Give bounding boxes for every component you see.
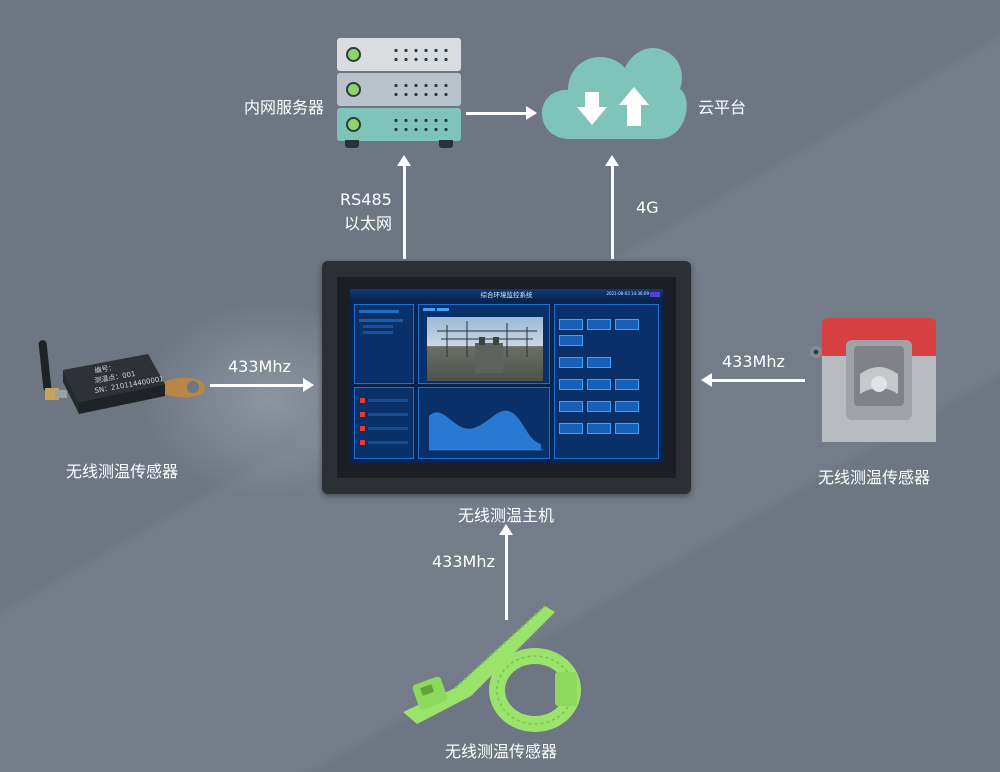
bottom-433-label: 433Mhz [432, 552, 495, 571]
host-to-server-arrow [403, 166, 406, 259]
monitor-screen: 综合环境监控系统 2021-08-03 14:36:09 [337, 277, 676, 478]
server-foot [439, 140, 453, 148]
server-unit-top [337, 38, 461, 71]
server-icon [337, 38, 461, 148]
right-sensor-to-host-arrow [712, 379, 805, 382]
sensor-right-label: 无线测温传感器 [818, 468, 931, 487]
arrow-head [499, 524, 513, 535]
ethernet-label: 以太网 [344, 214, 393, 233]
right-433-label: 433Mhz [722, 352, 785, 371]
4g-label: 4G [636, 198, 659, 217]
upload-arrow-icon [619, 87, 649, 126]
monitoring-ui: 综合环境监控系统 2021-08-03 14:36:09 [350, 289, 663, 463]
sensor-left-label: 无线测温传感器 [66, 462, 179, 481]
antenna-sensor-icon: 编号： 测温点：001 SN：210114400001 [38, 340, 205, 414]
antenna-icon [38, 340, 67, 400]
arrow-head [605, 155, 619, 166]
server-vent [391, 81, 449, 99]
server-led [346, 82, 361, 97]
cloud-icon [542, 47, 687, 139]
server-led [346, 117, 361, 132]
server-foot [345, 140, 359, 148]
download-arrow-icon [577, 92, 607, 125]
server-unit-bottom [337, 108, 461, 141]
server-to-cloud-arrow [466, 112, 526, 115]
server-label: 内网服务器 [244, 98, 325, 117]
tree-panel [354, 304, 414, 384]
screen-button [650, 292, 660, 297]
status-panel [554, 304, 659, 459]
sensor-bottom-label: 无线测温传感器 [445, 742, 558, 761]
screen-title: 综合环境监控系统 [350, 289, 663, 301]
screen-time: 2021-08-03 14:36:09 [606, 291, 649, 296]
server-unit-middle [337, 73, 461, 106]
left-433-label: 433Mhz [228, 357, 291, 376]
arrow-head [397, 155, 411, 166]
arrow-head [526, 106, 537, 120]
host-to-cloud-arrow [611, 166, 614, 259]
arrow-head [303, 378, 314, 392]
substation-photo [427, 317, 543, 381]
host-label: 无线测温主机 [458, 506, 555, 525]
bottom-sensor-to-host-arrow [505, 535, 508, 620]
zip-tie-icon [403, 605, 581, 732]
server-vent [391, 116, 449, 134]
server-led [346, 47, 361, 62]
monitor-icon: 综合环境监控系统 2021-08-03 14:36:09 [322, 261, 691, 494]
video-panel [418, 304, 550, 384]
rs485-label: RS485 [340, 190, 392, 209]
alarm-panel [354, 387, 414, 459]
svg-text:编号：: 编号： [94, 362, 116, 375]
arrow-head [701, 373, 712, 387]
left-sensor-to-host-arrow [210, 384, 303, 387]
server-vent [391, 46, 449, 64]
chart-panel [418, 387, 550, 459]
clamp-icon [810, 318, 936, 442]
cloud-label: 云平台 [698, 98, 747, 117]
